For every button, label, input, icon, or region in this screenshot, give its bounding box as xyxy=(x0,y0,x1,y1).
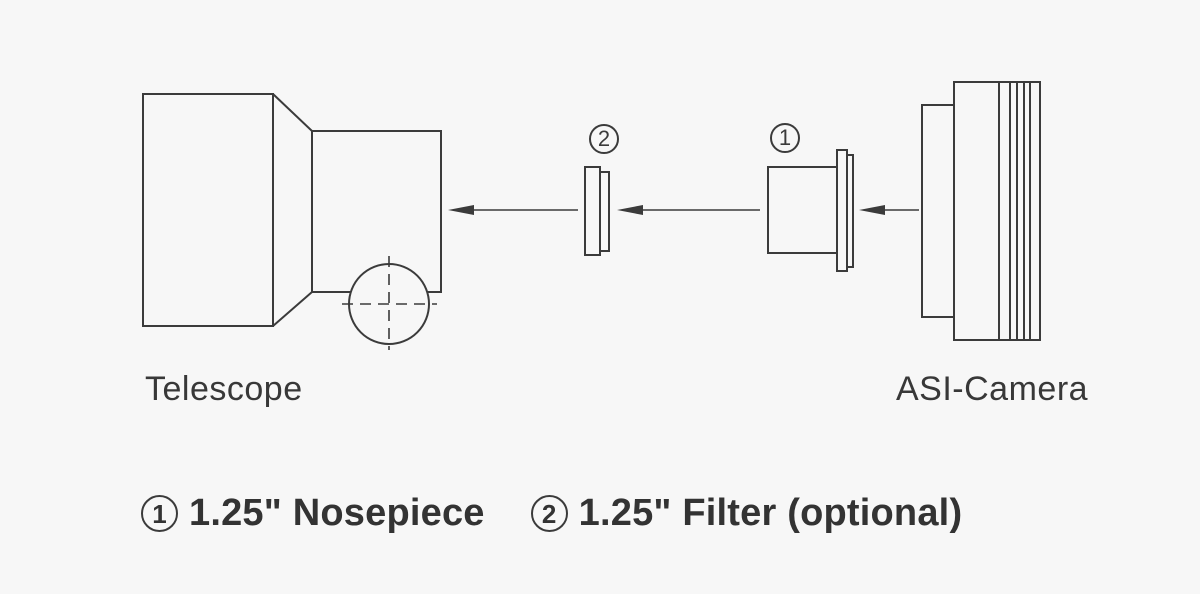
telescope-label: Telescope xyxy=(145,370,303,408)
camera-label: ASI-Camera xyxy=(896,370,1089,408)
assembly-arrows xyxy=(448,205,919,215)
camera-body xyxy=(953,81,1041,341)
legend-nosepiece-number-badge: 1 xyxy=(141,495,178,532)
camera-drawing xyxy=(921,81,1041,341)
telescope-drawing xyxy=(142,93,442,350)
left-arrow-icon xyxy=(448,205,578,215)
legend-nosepiece-label: 1.25" Nosepiece xyxy=(189,492,485,534)
left-arrow-icon xyxy=(859,205,919,215)
nosepiece-flange-inner xyxy=(836,149,848,272)
telescope-taper-bottom xyxy=(272,291,313,327)
legend-item-filter: 2 1.25" Filter (optional) xyxy=(530,492,963,535)
telescope-tube xyxy=(142,93,274,327)
filter-cell-back xyxy=(599,171,610,252)
filter-drawing xyxy=(584,166,610,256)
legend: 1 1.25" Nosepiece 2 1.25" Filter (option… xyxy=(141,492,962,535)
legend-item-nosepiece: 1 1.25" Nosepiece xyxy=(141,492,485,535)
camera-front-barrel xyxy=(921,104,955,318)
filter-cell-front xyxy=(584,166,601,256)
nosepiece-drawing xyxy=(767,149,854,272)
nosepiece-callout-badge: 1 xyxy=(770,123,800,153)
nosepiece-barrel xyxy=(767,166,838,254)
legend-filter-number-badge: 2 xyxy=(530,495,568,532)
telescope-taper-top xyxy=(272,93,313,132)
filter-callout-badge: 2 xyxy=(589,124,619,154)
legend-filter-label: 1.25" Filter (optional) xyxy=(578,492,963,534)
camera-heatsink-fins xyxy=(998,82,1031,340)
left-arrow-icon xyxy=(617,205,760,215)
